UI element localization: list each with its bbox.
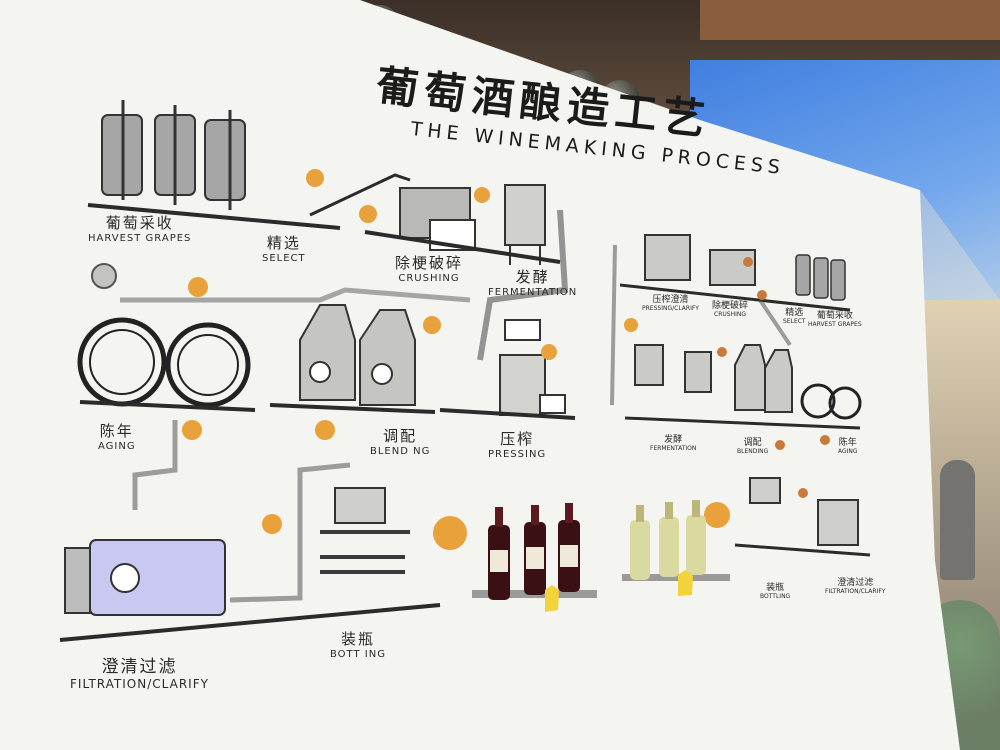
arrow-circle-icon xyxy=(717,257,830,498)
barrel-icon xyxy=(800,383,862,420)
person xyxy=(940,460,975,580)
grape-vine-icon xyxy=(795,254,846,301)
tank-icon xyxy=(634,234,793,413)
conveyor-icon xyxy=(309,173,411,217)
badge-icon xyxy=(545,585,559,612)
grape-vine-icon xyxy=(101,100,246,210)
wood-beam xyxy=(700,0,1000,40)
filter-machine-icon xyxy=(64,539,226,616)
badge-icon xyxy=(678,570,693,596)
bottling-line-icon xyxy=(320,487,410,574)
tank-icon xyxy=(504,184,546,265)
arrow-circle-icon xyxy=(182,169,730,550)
bottle-icon xyxy=(630,500,706,580)
tank-icon xyxy=(299,304,416,406)
bottle-icon xyxy=(488,503,580,600)
wine-shelf xyxy=(622,574,730,581)
press-icon xyxy=(499,319,566,416)
filter-machine-icon xyxy=(749,477,859,546)
